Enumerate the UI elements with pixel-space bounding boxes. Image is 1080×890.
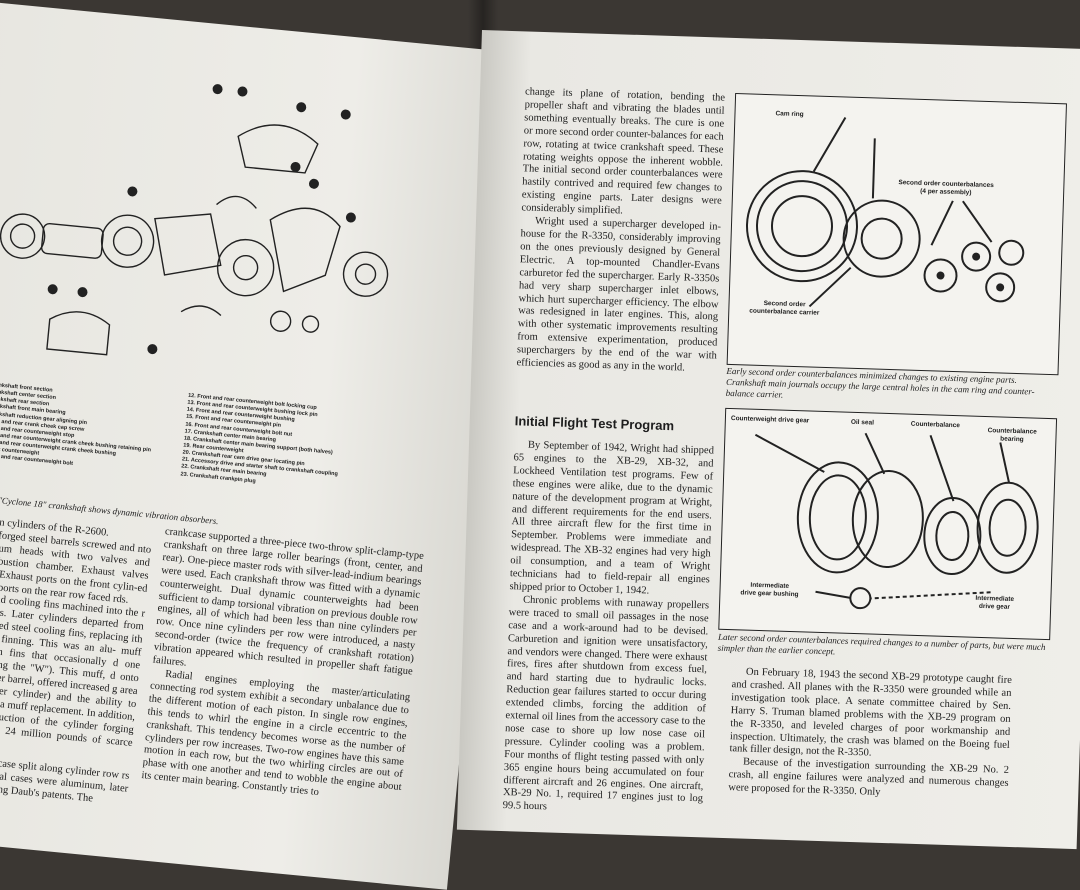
paragraph: On February 18, 1943 the second XB-29 pr…: [729, 666, 1013, 760]
crankshaft-exploded-drawing: [0, 84, 389, 356]
label-oil-seal: Oil seal: [850, 418, 875, 427]
left-column-2: crankcase supported a three-piece two-th…: [141, 526, 425, 808]
figure-legend-left: 1. Crankshaft front section 2. Crankshaf…: [0, 381, 156, 476]
label-counterbalance: Counterbalance: [910, 420, 961, 430]
left-column-1: f the fourteen cylinders of the R-2600. …: [0, 512, 153, 809]
label-counterbalance-carrier: Second order counterbalance carrier: [749, 299, 820, 317]
label-counterbalance-bearing: Counterbalance bearing: [987, 427, 1037, 444]
counterbalance-assembly-drawing: [754, 432, 1039, 610]
figure-later-counterbalances: Counterweight drive gear Oil seal Counte…: [718, 407, 1058, 641]
left-page: 1. Crankshaft front section 2. Crankshaf…: [0, 0, 528, 890]
paragraph: crankcase supported a three-piece two-th…: [152, 526, 425, 678]
right-column-bottom: On February 18, 1943 the second XB-29 pr…: [728, 666, 1012, 804]
paragraph: Because of the investigation surrounding…: [728, 756, 1010, 799]
right-column-mid: By September of 1942, Wright had shipped…: [502, 439, 714, 819]
paragraph: y cylinders had cooling fins machined in…: [0, 589, 146, 749]
paragraph: Chronic problems with runaway propellers…: [502, 594, 710, 813]
figure-legend-right: 12. Front and rear counterweight bolt lo…: [180, 393, 344, 493]
paragraph: Radial engines employing the master/arti…: [140, 668, 411, 799]
right-page: change its plane of rotation, bending th…: [456, 30, 1080, 850]
paragraph: Wright used a supercharger developed in-…: [516, 215, 722, 374]
label-intermediate-drive-gear-bushing: Intermediate drive gear bushing: [740, 581, 799, 599]
right-column-top: change its plane of rotation, bending th…: [516, 86, 725, 376]
paragraph: change its plane of rotation, bending th…: [521, 86, 726, 217]
section-heading: Initial Flight Test Program: [514, 413, 675, 434]
label-intermediate-drive-gear: Intermediate drive gear: [975, 594, 1015, 611]
figure-early-counterbalances: Cam ring Second order counterbalances (4…: [726, 92, 1067, 376]
paragraph: By September of 1942, Wright had shipped…: [509, 439, 715, 597]
label-second-order-counterbalances: Second order counterbalances (4 per asse…: [898, 179, 994, 197]
label-cam-ring: Cam ring: [775, 110, 804, 119]
cam-ring-drawing: [745, 116, 1025, 308]
